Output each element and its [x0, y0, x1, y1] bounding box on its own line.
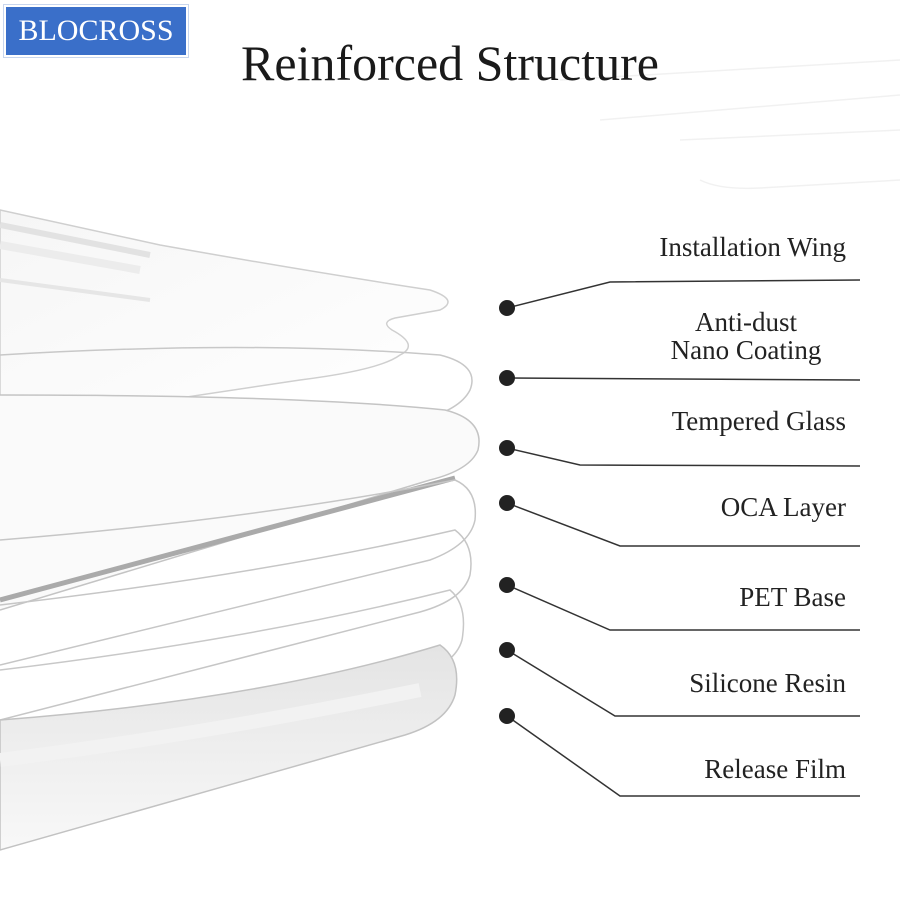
- leader-dot-tempered-glass: [499, 440, 515, 456]
- pet-base-sheet: [0, 529, 472, 721]
- brand-logo-text: BLOCROSS: [18, 14, 174, 47]
- layer-label-oca-layer: OCA Layer: [720, 492, 846, 522]
- layer-label-nano-coating: Anti-dust Nano Coating: [670, 307, 822, 365]
- tempered-glass-sheet: [0, 394, 480, 611]
- leader-dot-silicone-resin: [499, 642, 515, 658]
- leader-dot-installation-wing: [499, 300, 515, 316]
- layer-label-installation-wing: Installation Wing: [659, 232, 846, 262]
- leader-dot-pet-base: [499, 577, 515, 593]
- nano-coating-sheet: [0, 346, 473, 536]
- leader-lines: [506, 279, 861, 797]
- silicone-resin-sheet: [0, 589, 465, 771]
- layer-label-tempered-glass: Tempered Glass: [671, 406, 846, 436]
- release-film-sheet: [0, 644, 458, 851]
- leader-dot-release-film: [499, 708, 515, 724]
- leader-dot-oca-layer: [499, 495, 515, 511]
- brand-logo: BLOCROSS: [4, 5, 188, 57]
- layer-label-release-film: Release Film: [704, 754, 846, 784]
- leader-dots: [499, 300, 515, 724]
- oca-layer-sheet: [0, 479, 477, 666]
- page-title: Reinforced Structure: [241, 35, 659, 91]
- installation-wing-sheet: [0, 209, 449, 426]
- background-sheet-decoration: [559, 59, 900, 190]
- layer-label-silicone-resin: Silicone Resin: [689, 668, 846, 698]
- layer-label-pet-base: PET Base: [739, 582, 846, 612]
- leader-dot-nano-coating: [499, 370, 515, 386]
